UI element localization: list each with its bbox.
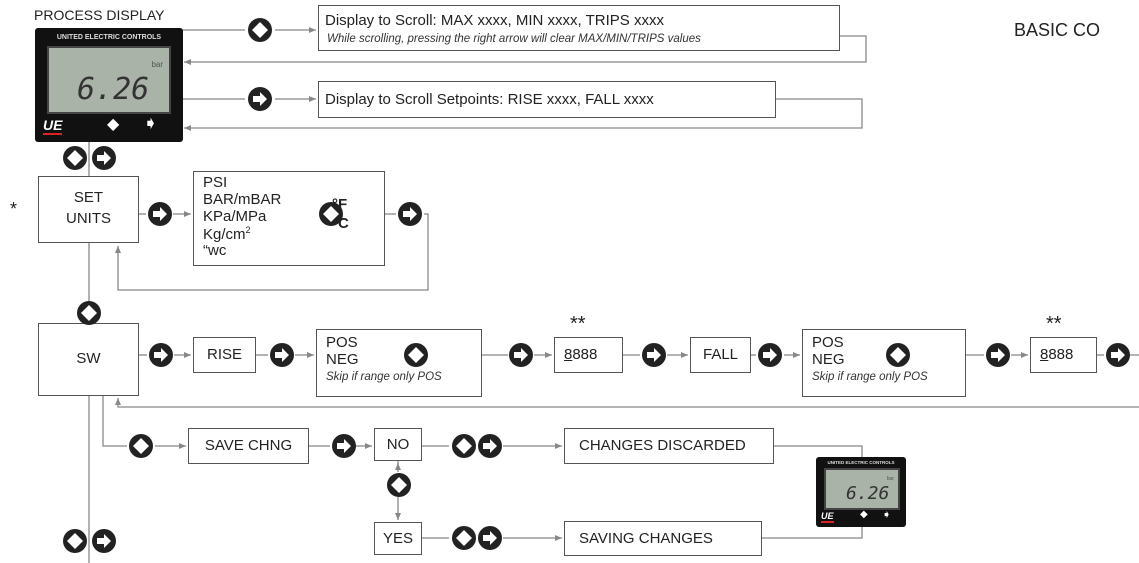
right-arrow-button-icon (147, 201, 173, 227)
max-min-trips-box: Display to Scroll: MAX xxxx, MIN xxxx, T… (318, 5, 840, 51)
skip-note: Skip if range only POS (812, 371, 928, 383)
fall-value-box: 8888 (1030, 337, 1097, 373)
process-display-title: PROCESS DISPLAY (34, 7, 164, 23)
changes-discarded-box: CHANGES DISCARDED (564, 428, 774, 464)
right-arrow-button-icon (477, 433, 503, 459)
rise-box: RISE (193, 337, 256, 373)
save-chng-box: SAVE CHNG (188, 428, 309, 464)
right-arrow-button-icon (477, 525, 503, 551)
no-box: NO (374, 428, 422, 461)
double-star-fall: ** (1046, 313, 1062, 336)
yes-box: YES (374, 522, 422, 555)
unit-psi: PSI (203, 174, 227, 191)
device-unit-small: bar (887, 476, 894, 482)
right-arrow-button-icon (641, 342, 667, 368)
pos-label: POS (326, 334, 358, 351)
skip-note: Skip if range only POS (326, 371, 442, 383)
up-down-button-icon (386, 472, 412, 498)
fall-pos-neg-box: POS NEG Skip if range only POS (802, 329, 966, 397)
up-down-button-icon (885, 342, 911, 368)
scroll-setpoints-box: Display to Scroll Setpoints: RISE xxxx, … (318, 81, 776, 118)
sw-box: SW (38, 323, 139, 396)
right-arrow-button-icon (331, 433, 357, 459)
up-down-arrows-icon: ◆ (860, 509, 868, 520)
device-lcd-small: bar 6.26 (824, 468, 900, 510)
fall-value-rest: 888 (1048, 346, 1073, 363)
units-options-box: PSI BAR/mBAR KPa/MPa Kg/cm2 “wc °F °C (193, 171, 385, 266)
right-arrow-button-icon (247, 86, 273, 112)
fall-box: FALL (690, 337, 751, 373)
page-corner-title: BASIC CO (1014, 20, 1100, 41)
neg-label: NEG (326, 351, 359, 368)
units-marker: * (10, 199, 17, 220)
unit-kpa: KPa/MPa (203, 208, 266, 225)
saving-changes-label: SAVING CHANGES (579, 530, 713, 547)
right-arrow-button-icon (269, 342, 295, 368)
save-chng-label: SAVE CHNG (189, 437, 308, 454)
up-down-button-icon (128, 433, 154, 459)
right-arrow-button-icon (148, 342, 174, 368)
up-down-button-icon (62, 528, 88, 554)
neg-label: NEG (812, 351, 845, 368)
unit-kgcm: Kg/cm2 (203, 225, 251, 243)
right-arrow-icon: ➧ (882, 508, 891, 521)
up-down-button-icon (62, 145, 88, 171)
unit-bar: BAR/mBAR (203, 191, 281, 208)
max-min-trips-note: While scrolling, pressing the right arro… (327, 33, 701, 45)
device-brand-small: UNITED ELECTRIC CONTROLS (816, 460, 906, 465)
up-down-arrows-icon[interactable]: ◆ (107, 114, 119, 134)
unit-wc: “wc (203, 242, 226, 259)
up-down-button-icon (318, 201, 344, 227)
sw-label: SW (39, 350, 138, 367)
right-arrow-button-icon (91, 528, 117, 554)
fall-label: FALL (691, 346, 750, 363)
right-arrow-button-icon (985, 342, 1011, 368)
right-arrow-button-icon (757, 342, 783, 368)
rise-value-box: 8888 (554, 337, 623, 373)
up-down-button-icon (403, 342, 429, 368)
fall-value: 8888 (1040, 346, 1073, 363)
device-reading: 6.26 (77, 72, 149, 107)
process-display-device: UNITED ELECTRIC CONTROLS bar 6.26 UE ◆ ➧ (35, 28, 183, 142)
right-arrow-icon[interactable]: ➧ (143, 113, 158, 134)
rise-value: 8888 (564, 346, 597, 363)
up-down-button-icon (451, 525, 477, 551)
yes-label: YES (375, 530, 421, 547)
set-label: SET (39, 189, 138, 206)
max-min-trips-text: Display to Scroll: MAX xxxx, MIN xxxx, T… (325, 12, 664, 29)
saving-changes-box: SAVING CHANGES (564, 521, 762, 556)
unit-kgcm-superscript: 2 (246, 225, 251, 235)
pos-label: POS (812, 334, 844, 351)
up-down-button-icon (247, 17, 273, 43)
device-unit: bar (151, 60, 163, 69)
rise-label: RISE (194, 346, 255, 363)
rise-pos-neg-box: POS NEG Skip if range only POS (316, 329, 482, 397)
saving-display-device: UNITED ELECTRIC CONTROLS bar 6.26 UE ◆ ➧ (816, 457, 906, 527)
scroll-setpoints-text: Display to Scroll Setpoints: RISE xxxx, … (325, 91, 654, 108)
no-label: NO (375, 436, 421, 453)
unit-kgcm-text: Kg/cm (203, 226, 246, 243)
up-down-button-icon (76, 300, 102, 326)
set-units-box: SET UNITS (38, 176, 139, 243)
device-lcd: bar 6.26 (47, 46, 171, 114)
units-label: UNITS (39, 210, 138, 227)
ue-logo: UE (43, 117, 62, 133)
double-star-rise: ** (570, 313, 586, 336)
ue-logo-small: UE (821, 511, 834, 521)
device-reading-small: 6.26 (846, 483, 889, 504)
right-arrow-button-icon (397, 201, 423, 227)
right-arrow-button-icon (91, 145, 117, 171)
up-down-button-icon (451, 433, 477, 459)
changes-discarded-label: CHANGES DISCARDED (579, 437, 746, 454)
right-arrow-button-icon (508, 342, 534, 368)
right-arrow-button-icon (1105, 342, 1131, 368)
device-brand: UNITED ELECTRIC CONTROLS (35, 34, 183, 41)
rise-value-rest: 888 (572, 346, 597, 363)
